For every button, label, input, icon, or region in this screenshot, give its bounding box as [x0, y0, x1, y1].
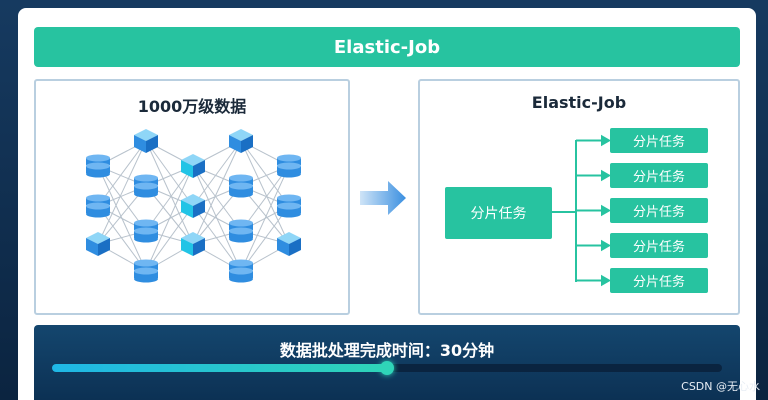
network-link: [145, 205, 194, 272]
network-link: [145, 165, 194, 232]
cube-icon: [229, 129, 253, 153]
sub-task-box: 分片任务: [610, 233, 708, 258]
progress-fill: [52, 364, 387, 372]
sub-task-label: 分片任务: [632, 135, 685, 150]
database-icon: [134, 259, 158, 283]
network-link: [145, 165, 194, 272]
database-icon: [134, 219, 158, 243]
right-arrow-icon: [360, 181, 406, 215]
database-icon: [134, 174, 158, 198]
database-icon: [86, 154, 110, 178]
network-link: [97, 140, 147, 207]
database-icon: [229, 174, 253, 198]
task-connectors: [552, 134, 612, 287]
progress-knob: [380, 361, 394, 375]
network-link: [145, 140, 194, 207]
cube-icon: [134, 129, 158, 153]
progress-panel: 数据批处理完成时间：30分钟: [34, 325, 740, 400]
network-link: [97, 205, 147, 272]
database-icon: [229, 219, 253, 243]
cube-icon: [181, 154, 205, 178]
arrowhead-icon: [601, 204, 612, 217]
elastic-job-panel-title: Elastic-Job: [531, 93, 627, 112]
arrowhead-icon: [601, 169, 612, 182]
sub-task-label: 分片任务: [632, 275, 685, 290]
progress-track: [52, 361, 722, 375]
network-link: [97, 140, 147, 245]
network-link: [240, 140, 290, 245]
data-panel-title: 1000万级数据: [137, 97, 247, 116]
cube-icon: [86, 232, 110, 256]
main-task-box: 分片任务: [445, 187, 552, 239]
data-panel: 1000万级数据: [34, 79, 350, 315]
main-task-label: 分片任务: [470, 206, 527, 222]
watermark: CSDN @无心水: [681, 380, 760, 393]
arrowhead-icon: [601, 134, 612, 147]
sub-task-box: 分片任务: [610, 128, 708, 153]
network-link: [240, 205, 290, 272]
data-network: [86, 129, 301, 283]
network-link: [192, 140, 242, 245]
sub-task-label: 分片任务: [632, 205, 685, 220]
network-nodes: [86, 129, 301, 283]
completion-time-label: 数据批处理完成时间：30分钟: [279, 341, 495, 360]
network-link: [192, 165, 242, 232]
network-link: [145, 140, 194, 245]
network-link: [240, 165, 290, 232]
title-bar: Elastic-Job: [34, 27, 740, 67]
sub-task-box: 分片任务: [610, 163, 708, 188]
network-link: [240, 165, 290, 272]
sub-task-box: 分片任务: [610, 268, 708, 293]
sub-task-label: 分片任务: [632, 170, 685, 185]
database-icon: [277, 194, 301, 218]
network-link: [192, 140, 242, 207]
cube-icon: [181, 232, 205, 256]
database-icon: [229, 259, 253, 283]
diagram-title: Elastic-Job: [333, 36, 441, 58]
arrowhead-icon: [601, 239, 612, 252]
database-icon: [86, 194, 110, 218]
network-link: [192, 205, 242, 272]
sub-task-box: 分片任务: [610, 198, 708, 223]
network-link: [97, 165, 147, 232]
network-link: [240, 140, 290, 207]
sub-task-label: 分片任务: [632, 240, 685, 255]
database-icon: [277, 154, 301, 178]
cube-icon: [181, 194, 205, 218]
elastic-job-panel: Elastic-Job 分片任务 分片任务分片任务分片任务分片任务分片任务: [418, 79, 740, 315]
arrowhead-icon: [601, 274, 612, 287]
cube-icon: [277, 232, 301, 256]
